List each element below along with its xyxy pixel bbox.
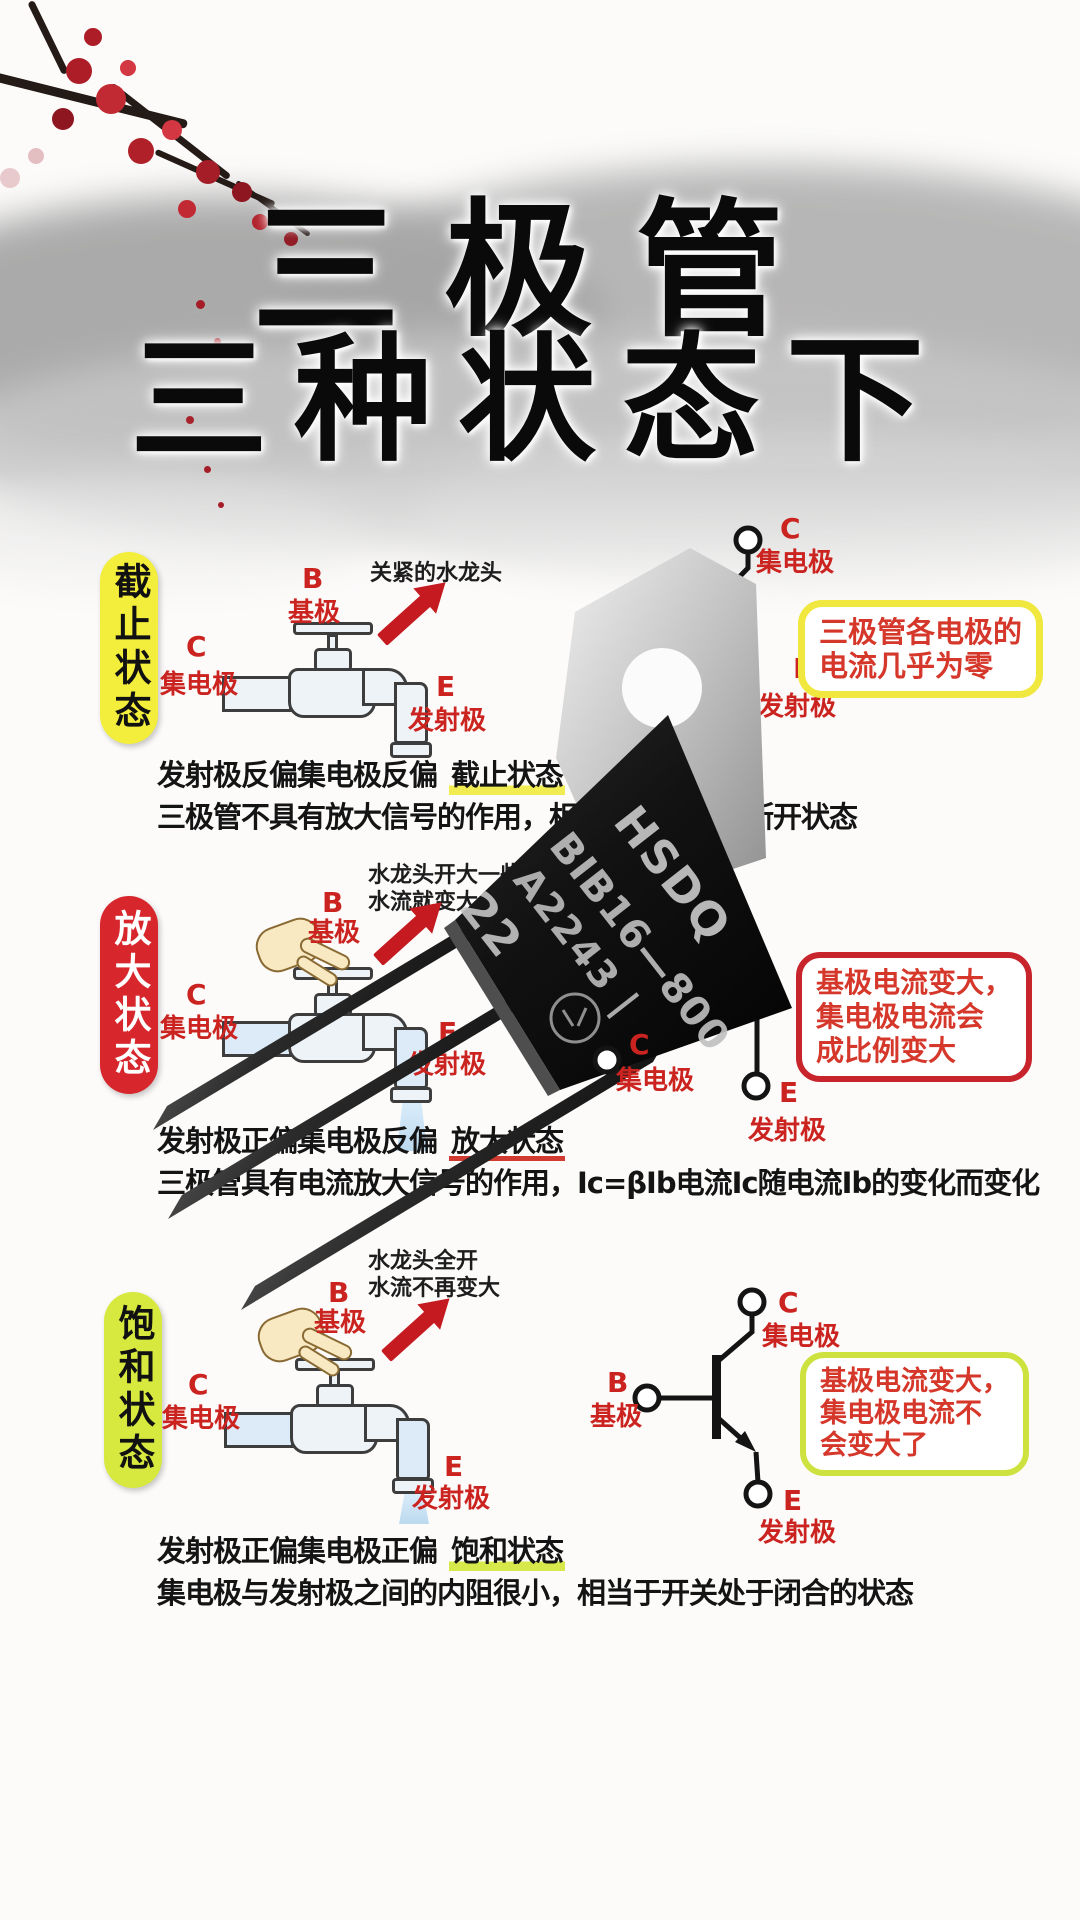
plum-blossom xyxy=(28,148,44,164)
callout-saturation: 基极电流变大，集电极电流不会变大了 xyxy=(800,1352,1029,1476)
state-pill-saturation: 饱和状态 xyxy=(104,1292,162,1488)
faucet1-e-name: 发射极 xyxy=(408,706,487,736)
faucet3-e-letter: E xyxy=(444,1450,464,1483)
transistor-symbol-amplify-collector xyxy=(592,1045,622,1075)
page-title-line1: 三极管 xyxy=(252,183,828,357)
faucet-pipe xyxy=(224,1412,294,1448)
tab-hole xyxy=(622,648,702,728)
faucet-nozzle xyxy=(390,742,432,758)
petal-dot xyxy=(196,300,205,309)
plum-blossom xyxy=(96,84,126,114)
symbol3-b-name: 基极 xyxy=(590,1402,643,1432)
symbol1-c-letter: C xyxy=(780,512,801,545)
petal-dot xyxy=(218,502,224,508)
faucet-handle xyxy=(293,622,373,635)
desc-amplify-line2: 三极管具有电流放大信号的作用，Ic=βIb电流Ic随电流Ib的变化而变化 xyxy=(157,1166,1040,1200)
faucet-spout xyxy=(396,1418,430,1480)
faucet2-b-letter: B xyxy=(322,886,344,919)
symbol3-b-letter: B xyxy=(607,1366,629,1399)
state-pill-amplify: 放大状态 xyxy=(100,896,158,1094)
plum-branch xyxy=(27,0,69,75)
plum-blossom xyxy=(162,120,182,140)
desc-saturation-line2: 集电极与发射极之间的内阻很小，相当于开关处于闭合的状态 xyxy=(157,1576,914,1610)
symbol2-e-name: 发射极 xyxy=(748,1116,827,1146)
faucet1-c-letter: C xyxy=(186,630,207,663)
transistor-leg xyxy=(153,908,497,1130)
symbol2-c-name: 集电极 xyxy=(616,1066,695,1096)
symbol3-e-name: 发射极 xyxy=(758,1518,837,1548)
page-title-line2: 三种状态下 xyxy=(129,318,950,481)
faucet1-b-name: 基极 xyxy=(288,598,341,628)
symbol2-c-letter: C xyxy=(629,1028,650,1061)
symbol1-c-name: 集电极 xyxy=(756,548,835,578)
plum-blossom xyxy=(128,138,154,164)
plum-blossom xyxy=(232,182,252,202)
symbol3-c-letter: C xyxy=(778,1286,799,1319)
faucet3-e-name: 发射极 xyxy=(412,1484,491,1514)
desc-saturation-line1: 发射极正偏集电极正偏饱和状态 xyxy=(157,1528,566,1571)
transistor-symbol-saturation xyxy=(632,1287,773,1509)
petal-dot xyxy=(214,338,221,345)
callout-amplify: 基极电流变大，集电极电流会成比例变大 xyxy=(796,952,1033,1082)
plum-blossom xyxy=(120,60,136,76)
chip-logo-stamp xyxy=(549,992,601,1044)
faucet-nozzle xyxy=(390,1087,432,1103)
symbol3-c-name: 集电极 xyxy=(762,1322,841,1352)
plum-blossom xyxy=(252,214,268,230)
desc-cutoff-line1: 发射极反偏集电极反偏截止状态 xyxy=(157,752,566,795)
transistor-leg xyxy=(168,973,552,1219)
plum-blossom xyxy=(84,28,102,46)
symbol3-e-letter: E xyxy=(783,1484,803,1517)
petal-dot xyxy=(204,466,211,473)
faucet-nozzle xyxy=(392,1478,434,1494)
faucet-illustration xyxy=(222,622,462,822)
faucet-pipe xyxy=(222,676,292,712)
transistor-body xyxy=(455,715,792,1090)
plum-blossom xyxy=(0,168,20,188)
faucet2-b-name: 基极 xyxy=(308,918,361,948)
water-stream xyxy=(397,1103,427,1151)
symbol2-e-letter: E xyxy=(779,1076,799,1109)
petal-dot xyxy=(186,416,194,424)
faucet3-c-name: 集电极 xyxy=(162,1404,241,1434)
faucet3-b-name: 基极 xyxy=(314,1308,367,1338)
plum-blossom xyxy=(196,160,220,184)
faucet1-e-letter: E xyxy=(436,670,456,703)
plum-blossom xyxy=(178,200,196,218)
state-pill-cutoff: 截止状态 xyxy=(100,552,158,744)
faucet1-c-name: 集电极 xyxy=(160,670,239,700)
faucet2-c-letter: C xyxy=(186,978,207,1011)
water-stream xyxy=(399,1494,429,1524)
faucet3-annotation: 水龙头全开 水流不再变大 xyxy=(368,1249,500,1301)
plum-blossom xyxy=(66,58,92,84)
callout-cutoff: 三极管各电极的电流几乎为零 xyxy=(798,600,1044,698)
chip-logo-stamp xyxy=(561,1007,588,1027)
faucet2-c-name: 集电极 xyxy=(160,1014,239,1044)
faucet1-b-letter: B xyxy=(302,562,324,595)
transistor-photo: HSDQ BIB16—800 A2243 | 22 xyxy=(153,548,792,1310)
plum-blossom xyxy=(284,232,298,246)
body-bevel xyxy=(444,920,560,1096)
plum-blossom xyxy=(52,108,74,130)
transistor-leg xyxy=(241,1038,667,1310)
faucet3-b-letter: B xyxy=(328,1276,350,1309)
faucet3-c-letter: C xyxy=(188,1368,209,1401)
